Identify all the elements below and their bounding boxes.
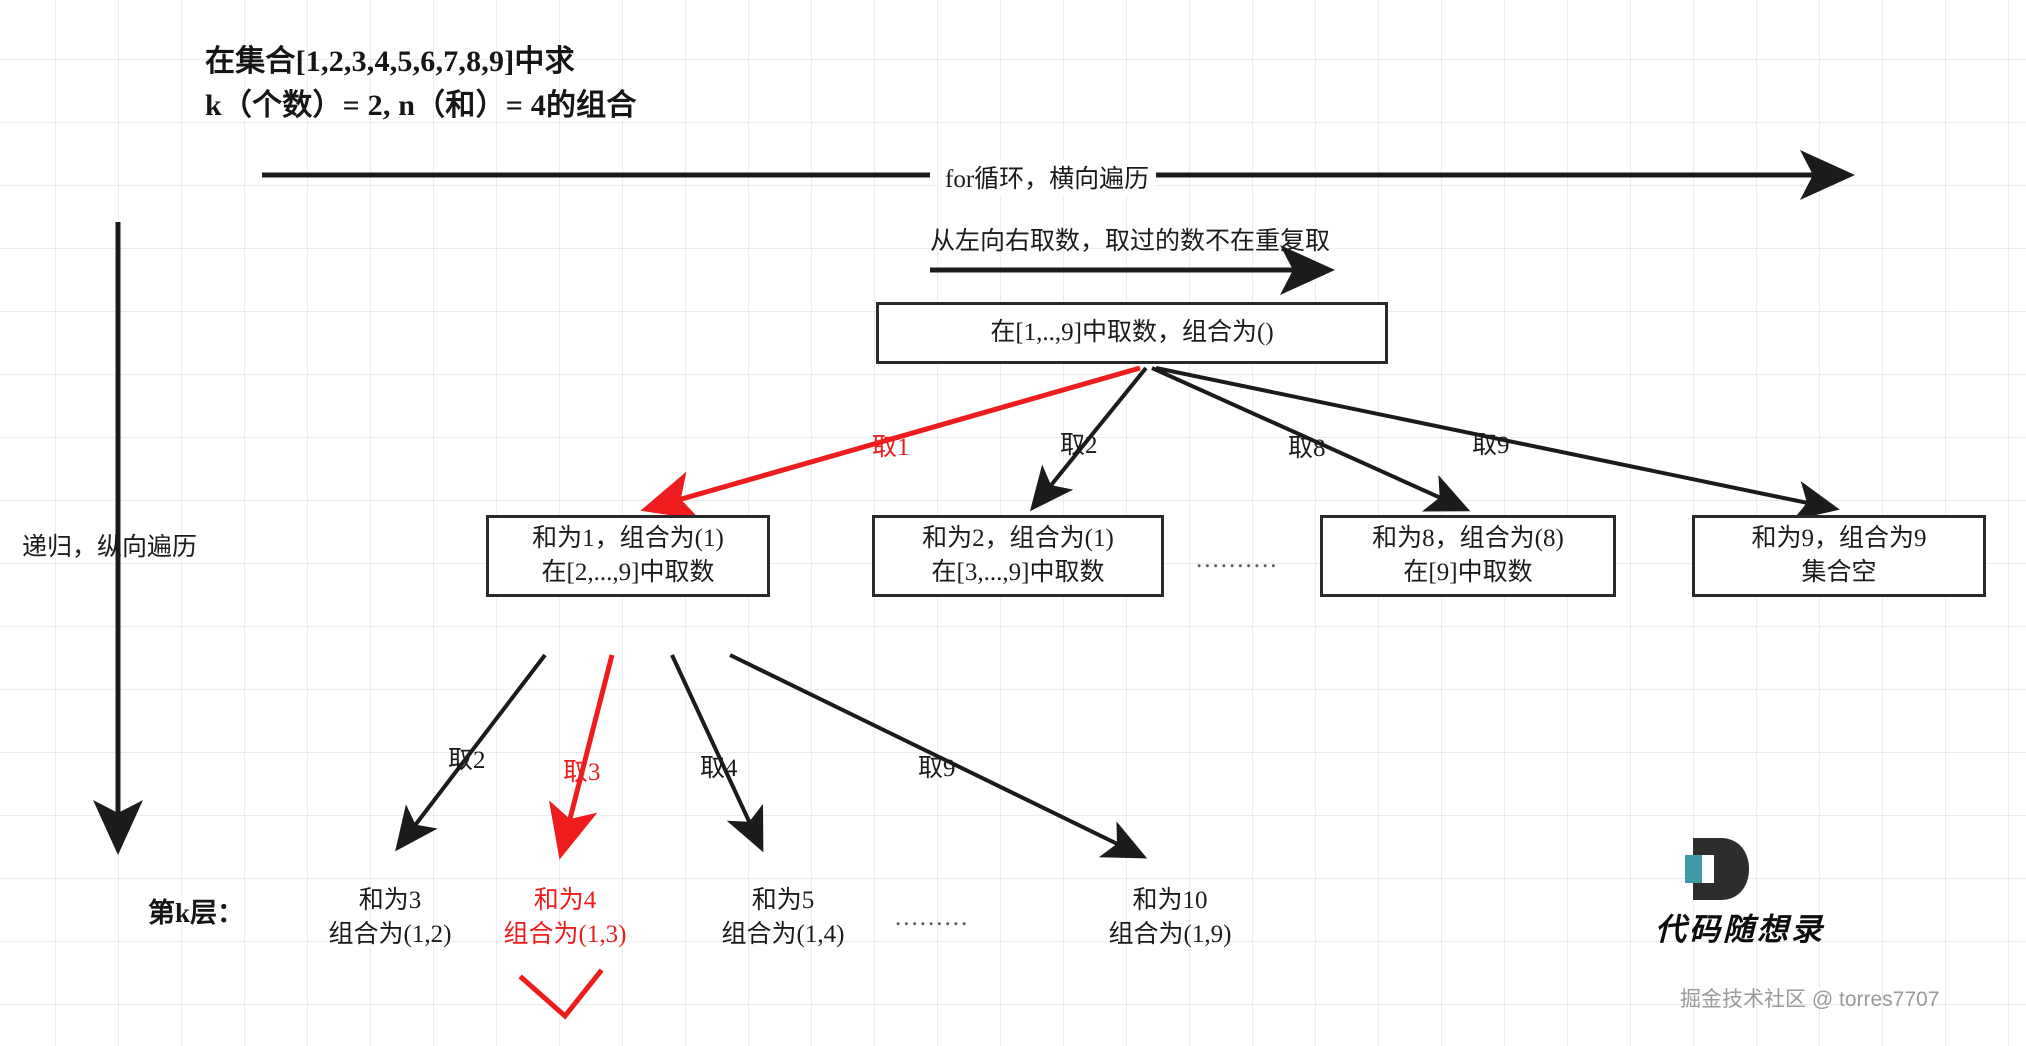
tree-leaf-4-line2: 组合为(1,9) (1108, 920, 1232, 948)
brand-logo: 代码随想录 (1655, 838, 1835, 954)
tree-leaf-1-line2: 组合为(1,2) (328, 920, 452, 948)
edge-label-take-2: 取2 (1060, 432, 1098, 459)
tree-node-level2-2-line2: 在[3,...,9]中取数 (931, 559, 1105, 586)
left-to-right-note: 从左向右取数，取过的数不在重复取 (930, 228, 1331, 255)
tree-leaf-2-line2: 组合为(1,3) (503, 920, 627, 948)
edge-label-leaf-take-4: 取4 (700, 755, 738, 782)
tree-node-level2-2: 和为2，组合为(1) 在[3,...,9]中取数 (872, 515, 1164, 597)
title-line-2: k（个数）= 2, n（和）= 4的组合 (205, 88, 637, 122)
tree-node-level2-1: 和为1，组合为(1) 在[2,...,9]中取数 (486, 515, 770, 597)
edge-label-leaf-take-9: 取9 (918, 755, 956, 782)
tree-node-level2-1-line1: 和为1，组合为(1) (532, 524, 724, 552)
tree-leaf-3-line1: 和为5 (751, 887, 815, 914)
logo-text: 代码随想录 (1655, 912, 1825, 948)
watermark-text: 掘金技术社区 @ torres7707 (1680, 988, 1940, 1011)
tree-node-root-line1: 在[1,..,9]中取数，组合为() (990, 318, 1274, 346)
tree-leaf-3-line2: 组合为(1,4) (721, 920, 845, 948)
tree-node-level2-4-line2: 集合空 (1801, 559, 1877, 586)
page-title: 在集合[1,2,3,4,5,6,7,8,9]中求 k（个数）= 2, n（和）=… (205, 40, 637, 127)
tree-node-level2-4-line1: 和为9，组合为9 (1751, 524, 1927, 552)
title-line-1: 在集合[1,2,3,4,5,6,7,8,9]中求 (205, 45, 575, 78)
layer-label: 第k层： (148, 898, 245, 928)
vertical-axis-label: 递归，纵向遍历 (22, 534, 198, 561)
red-checkmark-icon (518, 968, 604, 1020)
tree-node-level2-3-line1: 和为8，组合为(8) (1372, 524, 1564, 552)
tree-node-level2-4: 和为9，组合为9 集合空 (1692, 515, 1986, 597)
tree-node-level2-3-line2: 在[9]中取数 (1403, 559, 1533, 586)
tree-leaf-4: 和为10 组合为(1,9) (1070, 884, 1270, 951)
tree-leaf-3: 和为5 组合为(1,4) (693, 884, 873, 951)
edge-label-leaf-take-2: 取2 (448, 747, 486, 774)
level2-ellipsis: .......... (1196, 546, 1279, 573)
tree-leaf-1: 和为3 组合为(1,2) (300, 884, 480, 951)
edge-label-take-8: 取8 (1288, 435, 1326, 462)
edge-label-leaf-take-3: 取3 (563, 759, 601, 786)
edge-label-take-1: 取1 (872, 434, 910, 461)
level3-ellipsis: ......... (895, 904, 970, 931)
tree-leaf-1-line1: 和为3 (358, 887, 422, 914)
tree-node-root: 在[1,..,9]中取数，组合为() (876, 302, 1388, 364)
edge-label-take-9: 取9 (1472, 432, 1510, 459)
tree-leaf-2: 和为4 组合为(1,3) (475, 884, 655, 951)
tree-leaf-4-line1: 和为10 (1132, 887, 1208, 914)
tree-node-level2-1-line2: 在[2,...,9]中取数 (541, 559, 715, 586)
tree-node-level2-3: 和为8，组合为(8) 在[9]中取数 (1320, 515, 1616, 597)
tree-leaf-2-line1: 和为4 (533, 887, 597, 914)
tree-node-level2-2-line1: 和为2，组合为(1) (922, 524, 1114, 552)
logo-d-icon (1685, 838, 1749, 900)
horizontal-axis-label: for循环，横向遍历 (938, 159, 1157, 195)
